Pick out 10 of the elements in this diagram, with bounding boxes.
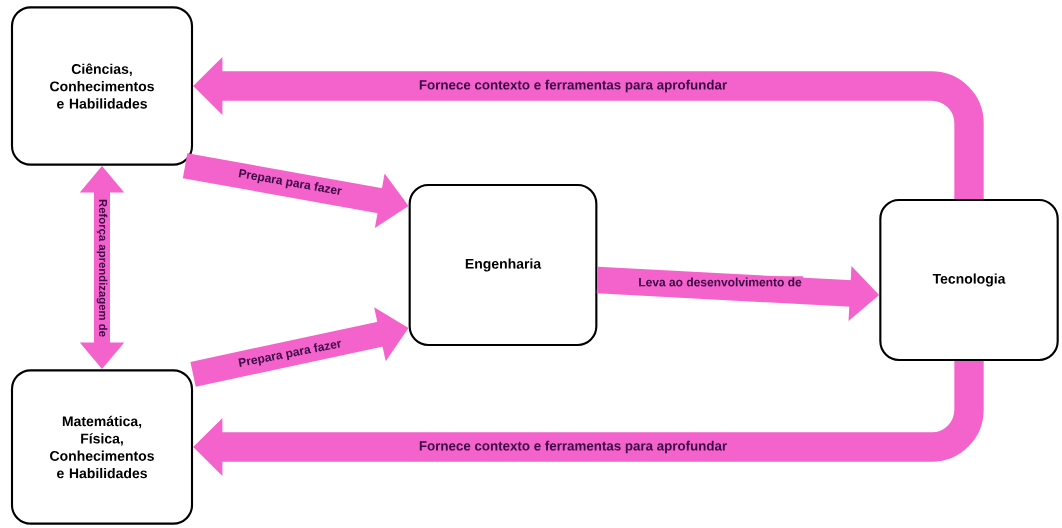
rounded-box: Tecnologia <box>879 198 1059 362</box>
rounded-box: Ciências, Conhecimentos e Habilidades <box>10 6 194 166</box>
edge-label: Prepara para fazer <box>235 166 345 200</box>
edge-label: Prepara para fazer <box>235 336 345 372</box>
rounded-box: Matemática, Física, Conhecimentos e Habilidades <box>10 369 194 525</box>
edge-label: Leva ao desenvolvimento de <box>637 276 804 288</box>
edge-label: Reforça aprendizagem de <box>95 197 109 339</box>
rounded-box: Engenharia <box>408 183 598 347</box>
edge-label: Fornece contexto e ferramentas para aprofundar <box>417 78 729 94</box>
edge-label: Fornece contexto e ferramentas para aprofundar <box>417 439 729 455</box>
